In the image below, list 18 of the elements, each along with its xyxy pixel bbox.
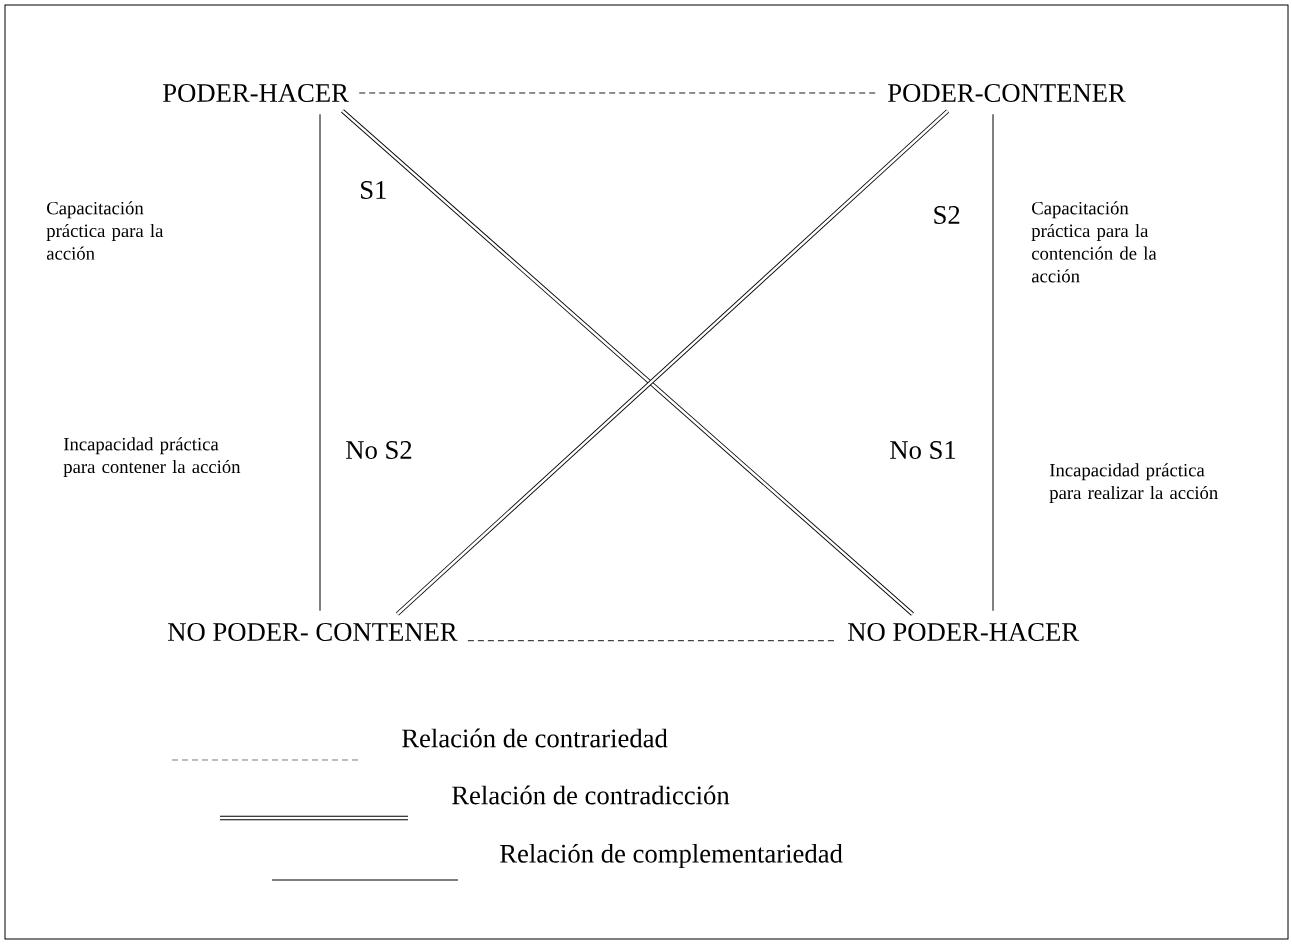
relation-line xyxy=(319,113,321,612)
annotation-text: S2 xyxy=(934,206,960,224)
annotation-text: Incapacidad práctica para contener la acción xyxy=(63,437,241,477)
relation-line xyxy=(992,113,994,612)
term-label: PODER-HACER xyxy=(163,84,349,102)
legend-text: Relación de complementariedad xyxy=(500,843,843,869)
term-label: NO PODER-HACER xyxy=(848,623,1080,641)
legend-text: Relación de contrariedad xyxy=(402,728,668,748)
annotation-text: Incapacidad práctica para realizar la acción xyxy=(1049,463,1218,503)
annotation-text: No S2 xyxy=(346,441,412,459)
annotation-text: Capacitación práctica para la acción xyxy=(46,201,164,260)
relation-line xyxy=(358,92,878,94)
legend-text: Relación de contradicción xyxy=(452,785,730,805)
annotation-text: No S1 xyxy=(890,441,956,459)
annotation-text: Capacitación práctica para la contención de la acción xyxy=(1031,201,1157,283)
term-label: NO PODER- CONTENER xyxy=(168,623,458,641)
annotation-text: S1 xyxy=(361,181,386,199)
term-label: PODER-CONTENER xyxy=(888,84,1126,102)
